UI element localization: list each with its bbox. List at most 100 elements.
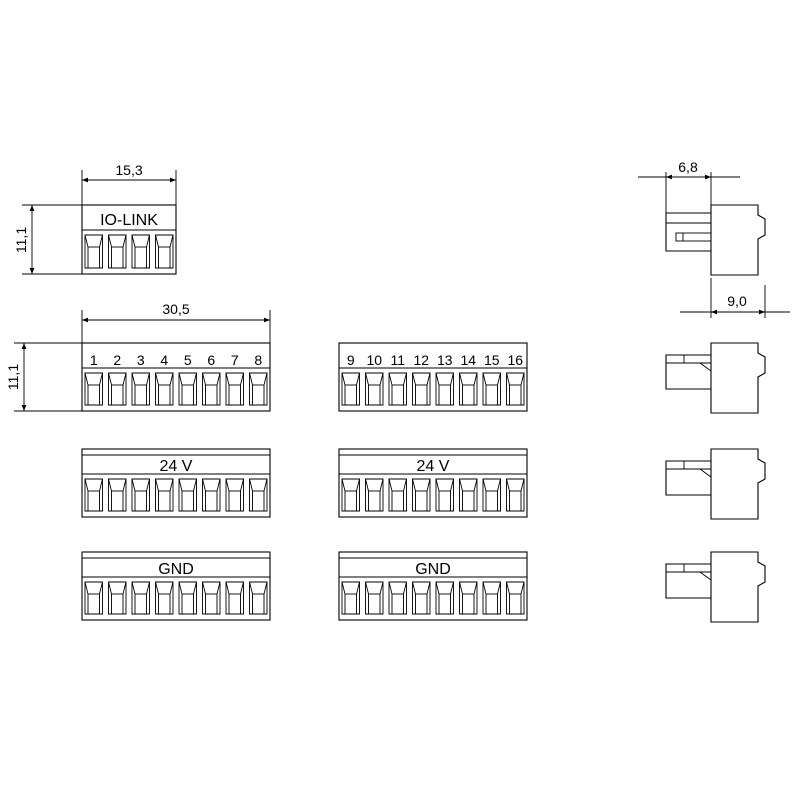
pin-number: 5	[184, 352, 192, 368]
terminal-slot	[155, 581, 174, 615]
terminal-slot	[108, 581, 127, 615]
dim-side-bottom: 9,0	[680, 278, 790, 318]
terminal-slot	[131, 478, 150, 512]
pin-number: 8	[254, 352, 262, 368]
terminal-slot	[84, 478, 103, 512]
pin-number: 15	[484, 352, 500, 368]
connector-24v-right-label: 24 V	[417, 458, 450, 475]
connector-gnd-left-label: GND	[158, 561, 194, 578]
pin-number: 11	[390, 352, 405, 368]
terminal-slot	[388, 372, 407, 406]
dim-large-height: 11,1	[5, 342, 82, 412]
terminal-slot	[435, 478, 454, 512]
terminal-slot	[225, 581, 244, 615]
connector-24v-left-label: 24 V	[160, 458, 193, 475]
terminal-slot	[225, 372, 244, 406]
connector-iolink-slots	[84, 234, 174, 269]
pin-number: 1	[90, 352, 98, 368]
terminal-slot	[131, 234, 150, 269]
terminal-slot	[249, 478, 268, 512]
side-plug	[665, 354, 711, 390]
terminal-slot	[225, 478, 244, 512]
dim-small-height: 11,1	[13, 204, 82, 275]
terminal-slot	[459, 581, 478, 615]
terminal-slot	[412, 372, 431, 406]
terminal-slot	[202, 581, 221, 615]
dim-small-width-label: 15,3	[115, 162, 142, 178]
terminal-slot	[178, 372, 197, 406]
pin-number: 9	[347, 352, 355, 368]
terminal-slot	[202, 478, 221, 512]
terminal-slot	[388, 581, 407, 615]
terminal-slot	[412, 478, 431, 512]
terminal-slot	[341, 581, 360, 615]
side-view-24v	[665, 448, 766, 520]
pin-number: 4	[160, 352, 168, 368]
side-plug	[665, 460, 711, 496]
dim-small-height-label: 11,1	[13, 227, 29, 253]
dim-large-height-label: 11,1	[5, 364, 21, 390]
terminal-slot	[155, 372, 174, 406]
side-view-gnd	[665, 551, 766, 623]
side-body	[710, 204, 766, 276]
dim-side-top: 6,8	[638, 159, 740, 215]
terminal-slot	[249, 581, 268, 615]
terminal-slot	[388, 478, 407, 512]
terminal-slot	[84, 234, 103, 269]
pin-number: 13	[437, 352, 453, 368]
terminal-slot	[178, 478, 197, 512]
terminal-slot	[482, 372, 501, 406]
side-plug	[665, 212, 711, 252]
terminal-slot	[131, 372, 150, 406]
terminal-slot	[108, 234, 127, 269]
terminal-slot	[365, 581, 384, 615]
terminal-slot	[482, 478, 501, 512]
dim-small-width: 15,3	[81, 162, 177, 205]
connector-gnd-right-slots	[341, 581, 525, 615]
terminal-slot	[506, 581, 525, 615]
connector-gnd-right: GND	[338, 551, 528, 621]
terminal-slot	[108, 478, 127, 512]
side-body	[710, 551, 766, 623]
pin-number: 16	[507, 352, 523, 368]
terminal-slot	[365, 372, 384, 406]
side-body	[710, 342, 766, 414]
terminal-slot	[506, 372, 525, 406]
connector-gnd-left-slots	[84, 581, 268, 615]
pin-number: 7	[231, 352, 239, 368]
terminal-slot	[506, 478, 525, 512]
side-view-iolink	[665, 204, 766, 276]
pin-number: 2	[113, 352, 121, 368]
dim-side-bottom-label: 9,0	[727, 293, 747, 309]
terminal-slot	[365, 478, 384, 512]
connector-iolink: IO-LINK	[81, 204, 177, 275]
dim-large-width-label: 30,5	[162, 301, 189, 317]
pin-number: 10	[366, 352, 382, 368]
terminal-slot	[341, 478, 360, 512]
terminal-slot	[412, 581, 431, 615]
connector-gnd-left: GND	[81, 551, 271, 621]
terminal-slot	[84, 372, 103, 406]
terminal-slot	[84, 581, 103, 615]
connector-24v-right-slots	[341, 478, 525, 512]
pin-number: 6	[207, 352, 215, 368]
terminal-slot	[155, 478, 174, 512]
side-view-pins	[665, 342, 766, 414]
connector-24v-left-slots	[84, 478, 268, 512]
terminal-slot	[482, 581, 501, 615]
terminal-slot	[155, 234, 174, 269]
terminal-slot	[459, 372, 478, 406]
terminal-slot	[459, 478, 478, 512]
terminal-slot	[341, 372, 360, 406]
terminal-slot	[108, 372, 127, 406]
terminal-slot	[435, 581, 454, 615]
connector-24v-right: 24 V	[338, 448, 528, 518]
pin-number: 12	[413, 352, 429, 368]
terminal-slot	[178, 581, 197, 615]
connector-iolink-label: IO-LINK	[100, 212, 158, 229]
